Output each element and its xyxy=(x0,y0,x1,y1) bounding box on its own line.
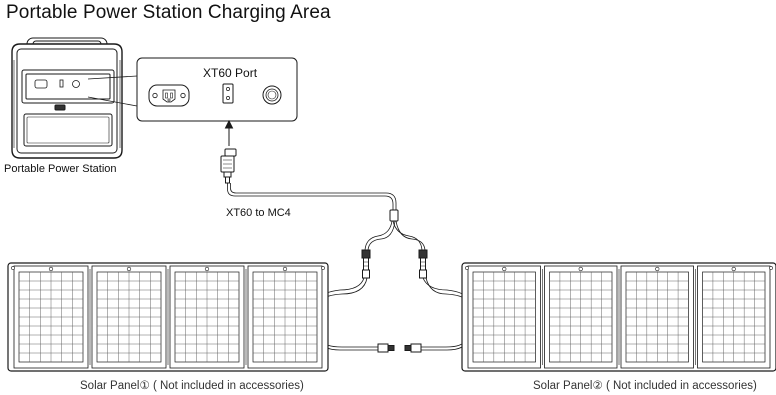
mc4-plug-panel-2 xyxy=(404,343,422,353)
mc4-plug-panel-1 xyxy=(377,343,395,353)
callout-line-top xyxy=(87,75,138,80)
power-station xyxy=(11,37,123,159)
y-splitter xyxy=(389,209,399,222)
cable-label: XT60 to MC4 xyxy=(226,207,291,219)
callout-line-bottom xyxy=(87,96,138,107)
port-callout-box xyxy=(136,57,298,122)
arrow-up-icon xyxy=(224,119,234,146)
mc4-connector-right xyxy=(418,249,428,279)
xt60-port-label: XT60 Port xyxy=(203,66,258,80)
solar-panel-2 xyxy=(461,262,776,372)
power-station-label: Portable Power Station xyxy=(4,163,117,175)
page-title: Portable Power Station Charging Area xyxy=(6,2,331,23)
xt60-plug xyxy=(220,148,237,184)
solar-panel-2-label: Solar Panel② ( Not included in accessori… xyxy=(533,380,757,392)
solar-panel-1-label: Solar Panel① ( Not included in accessori… xyxy=(80,380,304,392)
mc4-connector-left xyxy=(361,249,371,279)
solar-panel-1 xyxy=(7,262,329,372)
